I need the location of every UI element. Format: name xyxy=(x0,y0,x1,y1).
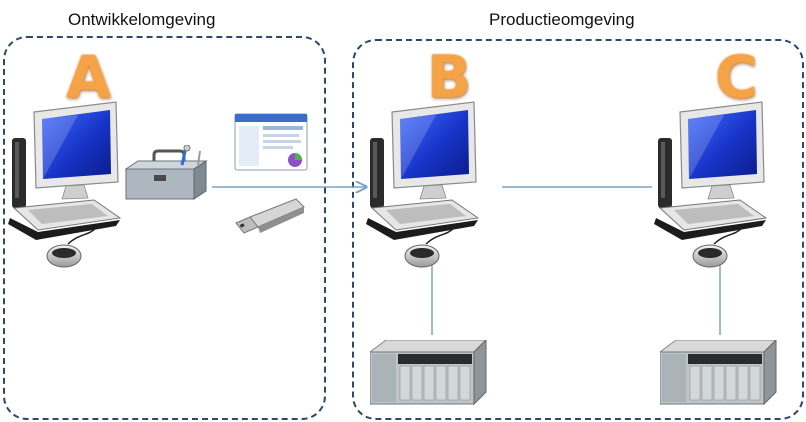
plc-c-icon xyxy=(660,340,777,405)
node-a-label: A xyxy=(66,43,111,111)
production-zone-title: Productieomgeving xyxy=(489,10,635,29)
computer-c-icon xyxy=(654,101,767,268)
development-zone-title: Ontwikkelomgeving xyxy=(68,10,216,29)
toolbox-icon xyxy=(124,145,208,200)
development-zone xyxy=(3,36,326,420)
usb-stick-icon xyxy=(235,198,305,234)
computer-a-icon xyxy=(8,101,121,268)
plc-b-icon xyxy=(370,340,487,405)
node-c-label: C xyxy=(715,43,758,111)
node-b-label: B xyxy=(427,43,472,111)
production-zone xyxy=(352,39,804,420)
computer-b-icon xyxy=(366,101,479,268)
software-window-icon xyxy=(234,113,308,171)
